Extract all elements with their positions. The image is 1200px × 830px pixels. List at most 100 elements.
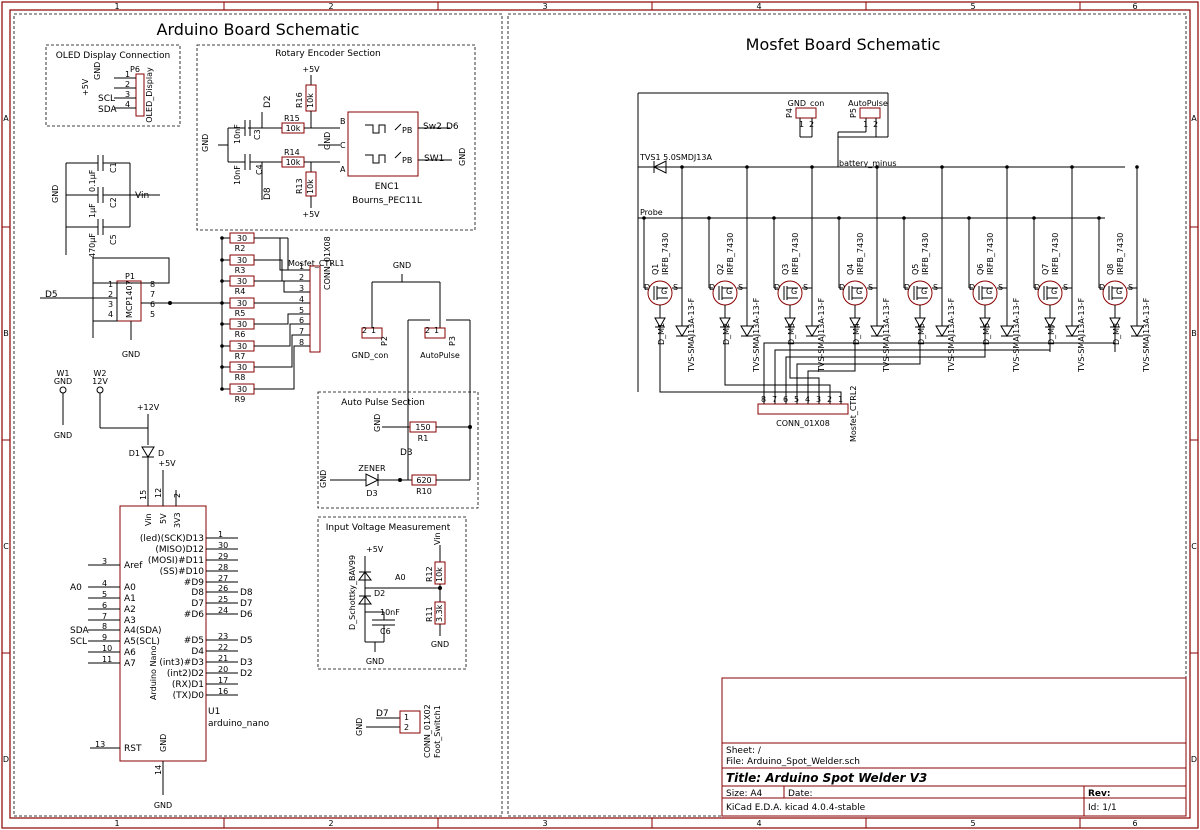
nano-left-pin-name: A1 (124, 594, 136, 604)
d1-value: D (158, 449, 164, 458)
r11-value: 3.3k (435, 604, 444, 622)
mosfet-symbol (842, 280, 868, 306)
mosfet-symbol (1037, 280, 1063, 306)
gate-resistor-value: 30 (237, 234, 247, 243)
mosfet-part: IRFB_7430 (856, 233, 865, 275)
mosfet-symbol (907, 280, 933, 306)
input-voltage-section: Input Voltage Measurement +5V D_Schottky… (317, 516, 467, 670)
encoder-gnd-mid: GND (323, 132, 332, 150)
gate-resistor-value: 30 (237, 342, 247, 351)
nano-right-pin-num: 30 (218, 541, 228, 550)
gate-resistor-value: 30 (237, 277, 247, 286)
battery-minus-net: battery_minus (839, 159, 897, 168)
mosfet-ctrl1-connector (309, 265, 321, 353)
nano-left-pin-num: 7 (102, 612, 107, 621)
mosfet-symbol (647, 280, 673, 306)
mosfet-tvs-label: TVS-SMAJ13A-13-F (1142, 297, 1151, 373)
mosfet-ctrl1-pin: 2 (299, 273, 304, 282)
mosfet-gate-diode (719, 317, 731, 329)
gnd-con-autopulse: GND 2 1 P2 GND_con 2 1 P3 AutoPulse (352, 261, 460, 480)
mosfet-ctrl2-type: CONN_01X08 (776, 419, 830, 428)
p5-name: AutoPulse (848, 99, 888, 108)
mosfet-gate-diode (1109, 317, 1121, 329)
mosfet-ref: Q7 (1041, 264, 1050, 275)
footswitch-connector (399, 710, 421, 734)
p1-gnd: GND (122, 350, 140, 359)
nano-left-pin-name: Aref (124, 561, 143, 571)
mosfet-pin-g: G (856, 287, 862, 296)
col-label-1: 1 (114, 2, 119, 11)
mosfet-tvs-label: TVS-SMAJ13A-13-F (1077, 297, 1086, 373)
r1-label: R1 (418, 434, 429, 443)
arduino-board-title: Arduino Board Schematic (157, 20, 360, 39)
col-label-2b: 2 (328, 819, 333, 828)
oled-pin-3: 3 (125, 90, 130, 99)
mosfet-ctrl2: CONN_01X08 Mosfet_CTRL2 (757, 386, 858, 442)
nano-right-pin-num: 16 (218, 687, 228, 696)
footswitch-d7: D7 (376, 709, 389, 719)
col-label-3: 3 (542, 2, 547, 11)
footswitch-name: Foot_Switch1 (433, 705, 442, 758)
nano-left-pin-name: A6 (124, 648, 136, 658)
col-label-3b: 3 (542, 819, 547, 828)
nano-pin-2: 2 (173, 493, 182, 498)
gate-resistor-label: R2 (235, 244, 246, 253)
p1-ref: P1 (125, 272, 135, 281)
p4-name: GND_con (788, 99, 825, 108)
p3-connector (424, 327, 446, 339)
mosfet-tvs-diode (1065, 325, 1079, 337)
tb-sheet: Sheet: / (726, 746, 762, 756)
mosfet-pin-g: G (1116, 287, 1122, 296)
c5-label: C5 (109, 234, 118, 245)
row-label-c-r: C (1191, 542, 1197, 551)
p1-pin-7: 7 (150, 290, 155, 299)
col-label-4: 4 (756, 2, 761, 11)
mosfet-ctrl1-pin: 4 (299, 295, 304, 304)
col-label-4b: 4 (756, 819, 761, 828)
mosfet-tvs-diode (740, 325, 754, 337)
oled-section: OLED Display Connection P6 OLED_Display … (45, 44, 181, 127)
nano-right-pin-num: 29 (218, 552, 228, 561)
mosfet-tvs-label: TVS-SMAJ13A-13-F (1012, 297, 1021, 373)
nano-right-pin-name: D7 (191, 599, 204, 609)
mosfet-pin-g: G (921, 287, 927, 296)
encoder-d6: D6 (446, 122, 459, 132)
mosfet-symbol (777, 280, 803, 306)
p3-pin-2: 2 (425, 326, 430, 335)
nano-pin-14: 14 (154, 765, 163, 775)
tb-file: File: Arduino_Spot_Welder.sch (726, 757, 860, 767)
oled-connector (135, 73, 145, 117)
mosfet-part: IRFB_7430 (726, 233, 735, 275)
nano-right-pin-num: 23 (218, 632, 228, 641)
mosfet-tvs-diode (935, 325, 949, 337)
tb-tool: KiCad E.D.A. kicad 4.0.4-stable (726, 803, 866, 813)
d1-diode (141, 446, 155, 458)
mosfet-board-frame (507, 13, 1187, 817)
oled-net-scl: SCL (98, 94, 115, 104)
oled-net-sda: SDA (98, 105, 117, 115)
oled-net-5v: +5V (81, 78, 90, 96)
c4-label: C4 (255, 164, 264, 175)
oled-pin-4: 4 (125, 100, 130, 109)
r15-label: R15 (284, 114, 300, 123)
arduino-nano: Arduino Nano U1 arduino_nano 15 12 2 Vin… (90, 488, 270, 810)
oled-ref: P6 (130, 65, 140, 74)
mosfet-tvs-diode (675, 325, 689, 337)
mosfet-ref: Q5 (911, 264, 920, 275)
nano-right-pin-net: D2 (240, 669, 253, 679)
caps-gnd: GND (51, 185, 60, 203)
foot-switch: D7 GND 1 2 CONN_01X02 Foot_Switch1 (355, 704, 442, 758)
nano-right-pin-net: D8 (240, 588, 253, 598)
footswitch-type: CONN_01X02 (423, 704, 432, 758)
nano-right-pin-num: 26 (218, 584, 228, 593)
supply-12v: +12V (137, 403, 160, 412)
nano-name: arduino_nano (208, 719, 270, 729)
c2-label: C2 (109, 197, 118, 208)
autopulse-gnd: GND (393, 261, 411, 270)
mosfet-tvs-label: TVS-SMAJ13A-13-F (752, 297, 761, 373)
